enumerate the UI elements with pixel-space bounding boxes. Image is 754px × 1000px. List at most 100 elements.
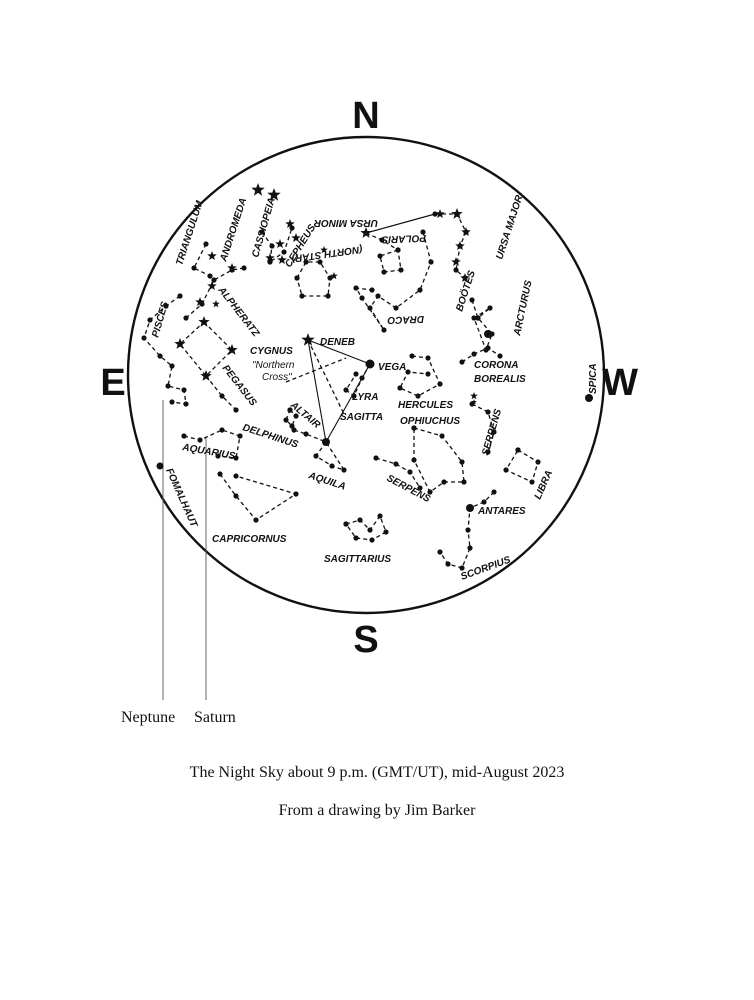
label-deneb: DENEB [320, 337, 355, 348]
pegasus-square [179, 321, 233, 377]
serpens-cauda-lines [375, 457, 421, 489]
label-cygnus: CYGNUS [250, 346, 293, 357]
label-pisces: PISCES [150, 300, 171, 339]
star-dot [481, 499, 487, 505]
star-dot [425, 371, 431, 377]
star-dot [453, 267, 459, 273]
star-dot [203, 241, 209, 247]
star-dot [233, 455, 239, 461]
label-serpens: SERPENS [385, 473, 433, 505]
star-dot [363, 230, 369, 236]
star-dot [157, 353, 163, 359]
star-dot [313, 453, 319, 459]
star-dot [411, 457, 417, 463]
label-northern-cross-2: Cross" [262, 372, 292, 383]
star-dot [377, 513, 383, 519]
stars [141, 183, 593, 571]
star-dot [454, 211, 460, 217]
star-dot [485, 449, 491, 455]
star-dot [369, 287, 375, 293]
star-dot [283, 417, 289, 423]
star-dot [469, 401, 475, 407]
star-dot [201, 319, 207, 325]
star [195, 297, 205, 306]
compass-east: E [100, 362, 125, 404]
star-dot [483, 347, 489, 353]
star-dot [147, 317, 153, 323]
star [267, 188, 281, 201]
star-dot [323, 439, 329, 445]
star [320, 246, 328, 254]
star-dot [303, 431, 309, 437]
arcturus-star [484, 330, 492, 338]
star-dot [497, 353, 503, 359]
star [471, 399, 477, 405]
label-vega: VEGA [378, 362, 406, 373]
star-dot [267, 259, 273, 265]
star-dot [169, 363, 175, 369]
star-dot [409, 353, 415, 359]
star-dot [353, 285, 359, 291]
star-dot [163, 303, 169, 309]
star [207, 281, 217, 290]
star-dot [293, 491, 299, 497]
star [251, 183, 265, 196]
star-dot [165, 383, 171, 389]
star-dot [211, 277, 217, 283]
label-aquarius: AQUARIUS [180, 442, 236, 462]
star-dot [237, 433, 243, 439]
label-neptune: Neptune [121, 709, 176, 726]
star-dot [183, 315, 189, 321]
star-dot [471, 315, 477, 321]
star-dot [287, 407, 293, 413]
star-dot [398, 267, 404, 273]
star-dot [294, 275, 300, 281]
ursa-major-lines [435, 213, 467, 279]
star [265, 253, 275, 262]
label-ursa-minor: URSA MINOR [313, 217, 378, 228]
star-dot [420, 229, 426, 235]
label-northern-cross-1: "Northern [252, 360, 295, 371]
cassiopeia-lines [261, 227, 293, 264]
star-dot [359, 375, 365, 381]
capricornus-lines [219, 473, 298, 521]
ophiuchus-lines [413, 427, 465, 493]
map-credit: From a drawing by Jim Barker [278, 802, 476, 819]
star-dot [469, 297, 475, 303]
star-dot [445, 561, 451, 567]
star-dot [177, 293, 183, 299]
star-dot [197, 437, 203, 443]
star-dot [491, 429, 497, 435]
star-dot [397, 385, 403, 391]
star-dot [215, 453, 221, 459]
label-serpens-caput: SERPENS [480, 408, 504, 457]
star-dot [269, 243, 275, 249]
star-dot [293, 413, 299, 419]
star-dot [381, 269, 387, 275]
star-dot [427, 489, 433, 495]
star [275, 239, 285, 248]
star-dot [199, 301, 205, 307]
draco-lines [354, 231, 432, 331]
star-dot [383, 529, 389, 535]
star-dot [327, 275, 333, 281]
star [330, 272, 338, 280]
star-dot [317, 259, 323, 265]
star-dot [529, 479, 535, 485]
label-borealis: BOREALIS [474, 374, 526, 385]
star-dot [181, 387, 187, 393]
compass-south: S [353, 619, 378, 661]
star [277, 255, 287, 264]
star-dot [441, 479, 447, 485]
map-caption: The Night Sky about 9 p.m. (GMT/UT), mid… [189, 764, 565, 781]
star-dot [219, 427, 225, 433]
star-dot [415, 393, 421, 399]
star [291, 233, 301, 242]
star-dot [461, 479, 467, 485]
star-dot [432, 211, 438, 217]
star-dot [367, 361, 373, 367]
label-saturn: Saturn [194, 709, 236, 726]
star-dot [428, 259, 434, 265]
star [212, 300, 220, 308]
star [285, 219, 295, 228]
